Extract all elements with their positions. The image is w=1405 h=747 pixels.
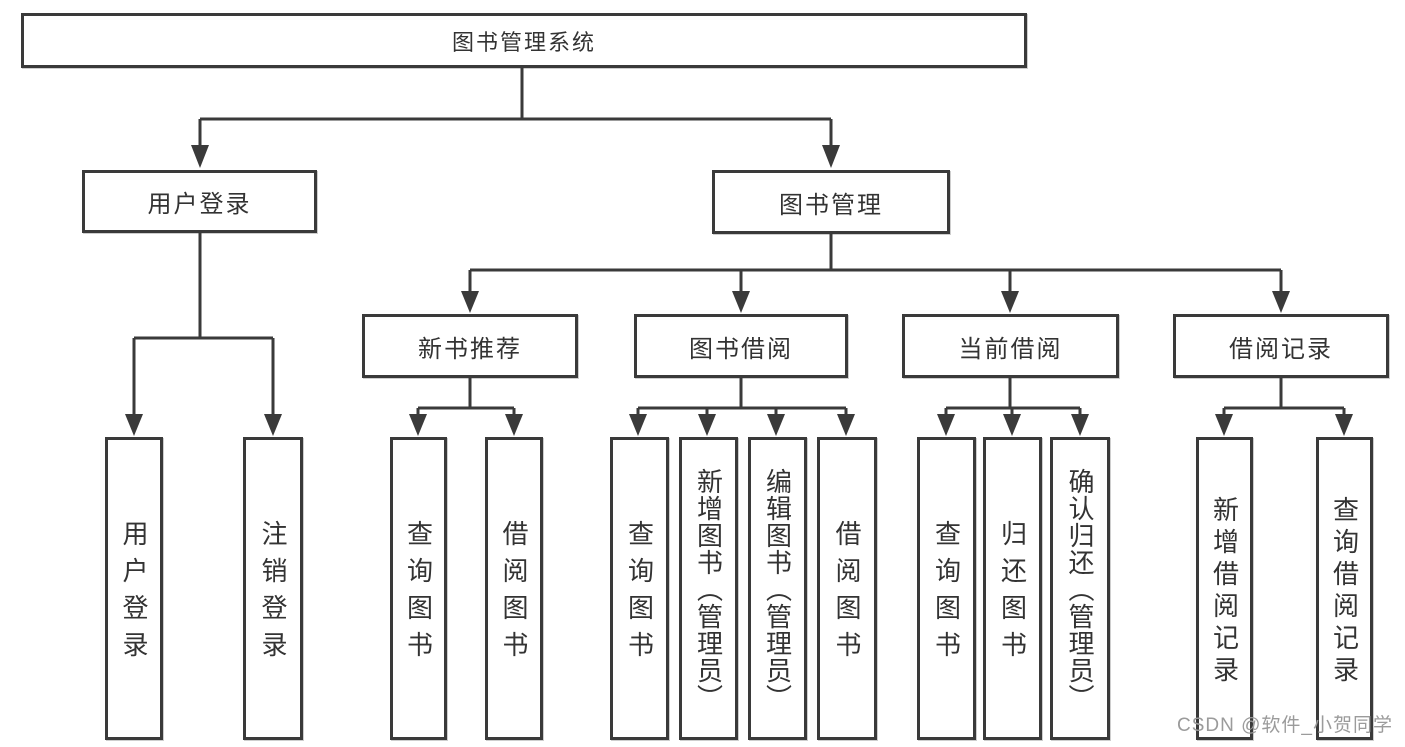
leaf-borrow-books: 借阅图书 [817, 437, 877, 740]
leaf-label: 借阅图书 [832, 520, 862, 668]
node-label: 当前借阅 [958, 335, 1063, 363]
leaf-label: 查询图书 [931, 520, 962, 668]
leaf-borrow-books-recommend: 借阅图书 [485, 437, 543, 740]
leaf-label: 借阅图书 [499, 520, 529, 668]
arrowheads [125, 145, 1353, 436]
leaf-label: 新增图书（管理员） [693, 467, 724, 711]
node-label: 新书推荐 [418, 335, 522, 363]
leaf-add-borrow-record: 新增借阅记录 [1196, 437, 1253, 740]
node-user-login: 用户登录 [82, 170, 317, 233]
leaf-user-login: 用户登录 [105, 437, 163, 740]
leaf-query-books-recommend: 查询图书 [390, 437, 447, 740]
node-label: 用户登录 [147, 191, 252, 218]
leaf-query-books-current: 查询图书 [917, 437, 976, 740]
leaf-return-books: 归还图书 [983, 437, 1042, 740]
leaf-edit-books-admin: 编辑图书（管理员） [748, 437, 807, 740]
node-new-book-recommend: 新书推荐 [362, 314, 578, 378]
leaf-label: 归还图书 [997, 520, 1028, 668]
leaf-label: 确认归还（管理员） [1065, 467, 1095, 711]
leaf-logout-login: 注销登录 [243, 437, 303, 740]
node-library-management-system: 图书管理系统 [21, 13, 1027, 68]
leaf-label: 新增借阅记录 [1209, 495, 1240, 688]
leaf-confirm-return-admin: 确认归还（管理员） [1050, 437, 1110, 740]
node-label: 图书管理系统 [451, 29, 596, 55]
node-book-borrow: 图书借阅 [634, 314, 848, 378]
leaf-label: 注销登录 [258, 520, 288, 668]
leaf-label: 查询图书 [624, 520, 655, 668]
node-label: 图书管理 [779, 191, 883, 219]
leaf-add-books-admin: 新增图书（管理员） [679, 437, 738, 740]
leaf-query-borrow-record: 查询借阅记录 [1316, 437, 1373, 740]
leaf-label: 查询图书 [403, 520, 434, 668]
leaf-label: 编辑图书（管理员） [762, 467, 793, 711]
node-label: 图书借阅 [689, 335, 793, 363]
leaf-label: 用户登录 [119, 520, 149, 668]
node-label: 借阅记录 [1229, 335, 1333, 363]
leaf-label: 查询借阅记录 [1329, 495, 1360, 688]
node-current-borrow: 当前借阅 [902, 314, 1119, 378]
node-book-management: 图书管理 [712, 170, 950, 234]
leaf-query-books-borrow: 查询图书 [610, 437, 669, 740]
node-borrow-records: 借阅记录 [1173, 314, 1389, 378]
